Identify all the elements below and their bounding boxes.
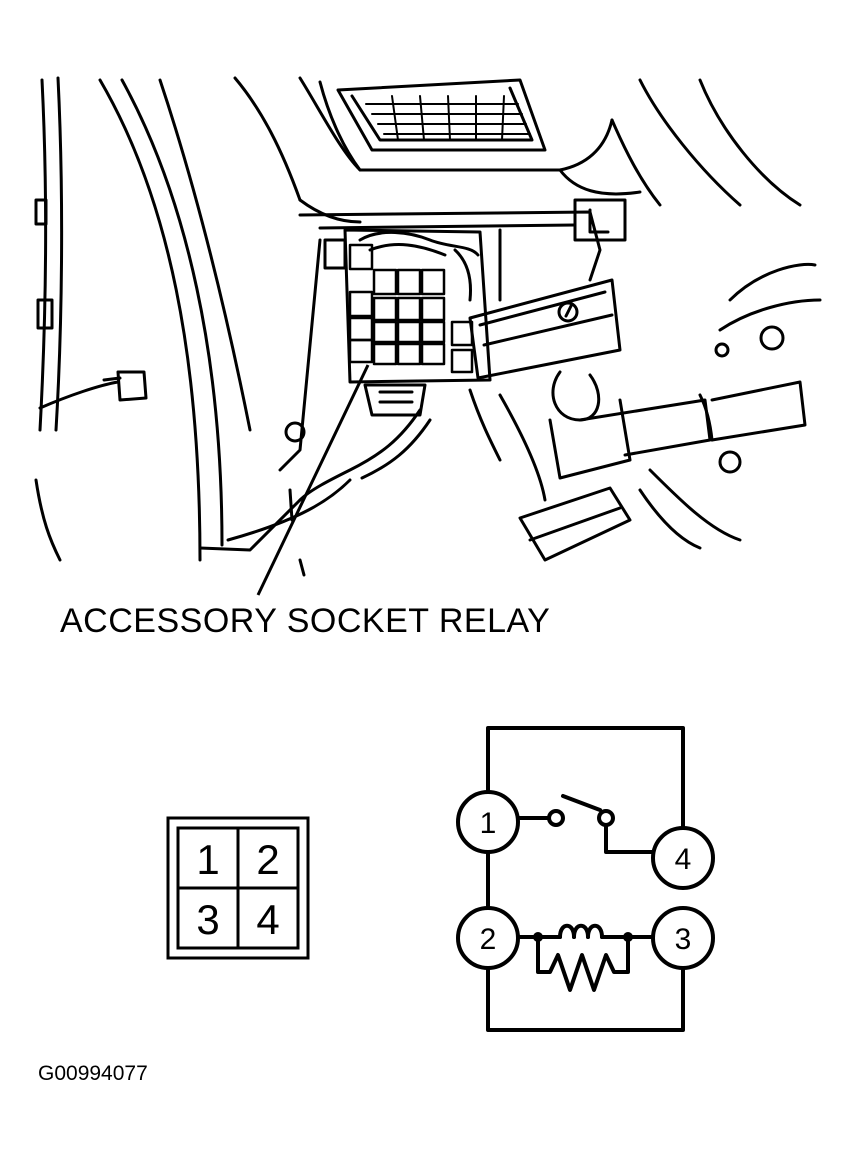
connector-pin-2: 2	[256, 836, 279, 883]
svg-text:1: 1	[480, 807, 497, 840]
figure-code: G00994077	[38, 1062, 148, 1085]
connector-pin-4: 4	[256, 896, 279, 943]
svg-text:3: 3	[675, 923, 692, 956]
relay-terminal-2: 2	[456, 906, 520, 970]
connector-face: 1 2 3 4	[166, 816, 310, 960]
callout-leader-line	[256, 364, 370, 596]
relay-schematic	[486, 726, 685, 1032]
connector-pin-3: 3	[196, 896, 219, 943]
relay-terminal-4: 4	[651, 826, 715, 890]
relay-terminal-1: 1	[456, 790, 520, 854]
svg-text:2: 2	[480, 923, 497, 956]
relay-terminal-3: 3	[651, 906, 715, 970]
connector-pin-1: 1	[196, 836, 219, 883]
svg-text:4: 4	[675, 843, 692, 876]
callout-label: ACCESSORY SOCKET RELAY	[60, 602, 550, 640]
dashboard-illustration	[34, 76, 822, 577]
